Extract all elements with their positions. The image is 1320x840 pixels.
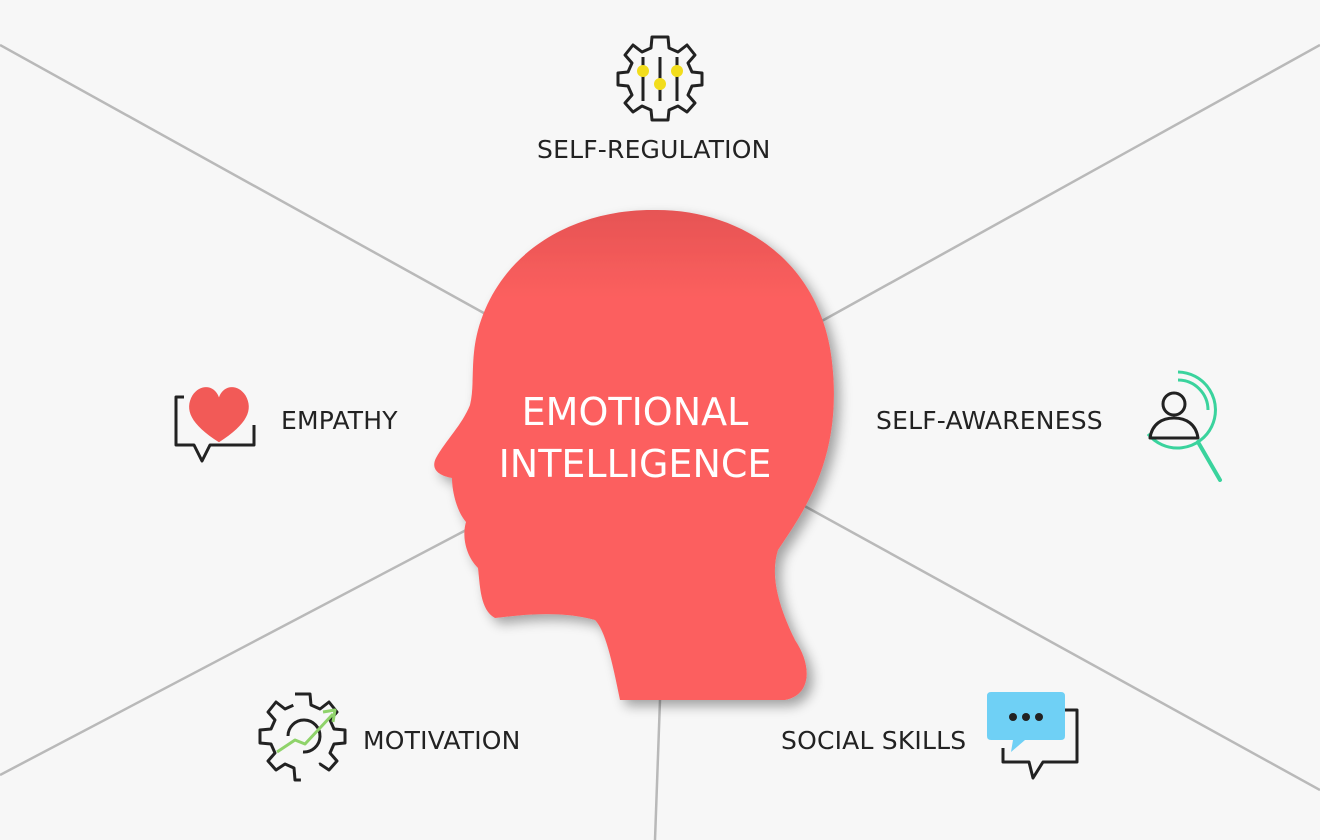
divider-bottom-center (653, 699, 662, 840)
divider-bottom-right (769, 485, 1320, 792)
gear-sliders-icon (616, 35, 704, 122)
divider-top-left (0, 43, 501, 324)
head-silhouette (434, 209, 834, 701)
label-self-awareness: SELF-AWARENESS (876, 406, 1103, 435)
center-title: EMOTIONAL INTELLIGENCE (430, 386, 840, 490)
center-title-line1: EMOTIONAL (521, 390, 749, 434)
chat-bubbles-icon (987, 692, 1079, 780)
label-motivation: MOTIVATION (363, 726, 521, 755)
person-magnifier-icon (1146, 370, 1222, 482)
label-empathy: EMPATHY (281, 406, 398, 435)
sector-dividers (0, 43, 1320, 840)
divider-top-right (819, 43, 1320, 324)
label-social-skills: SOCIAL SKILLS (781, 726, 967, 755)
label-self-regulation: SELF-REGULATION (537, 135, 771, 164)
divider-bottom-left (0, 526, 471, 777)
heart-bubble-icon (174, 387, 256, 463)
center-title-line2: INTELLIGENCE (498, 442, 772, 486)
gear-growth-arrow-icon (258, 692, 347, 782)
